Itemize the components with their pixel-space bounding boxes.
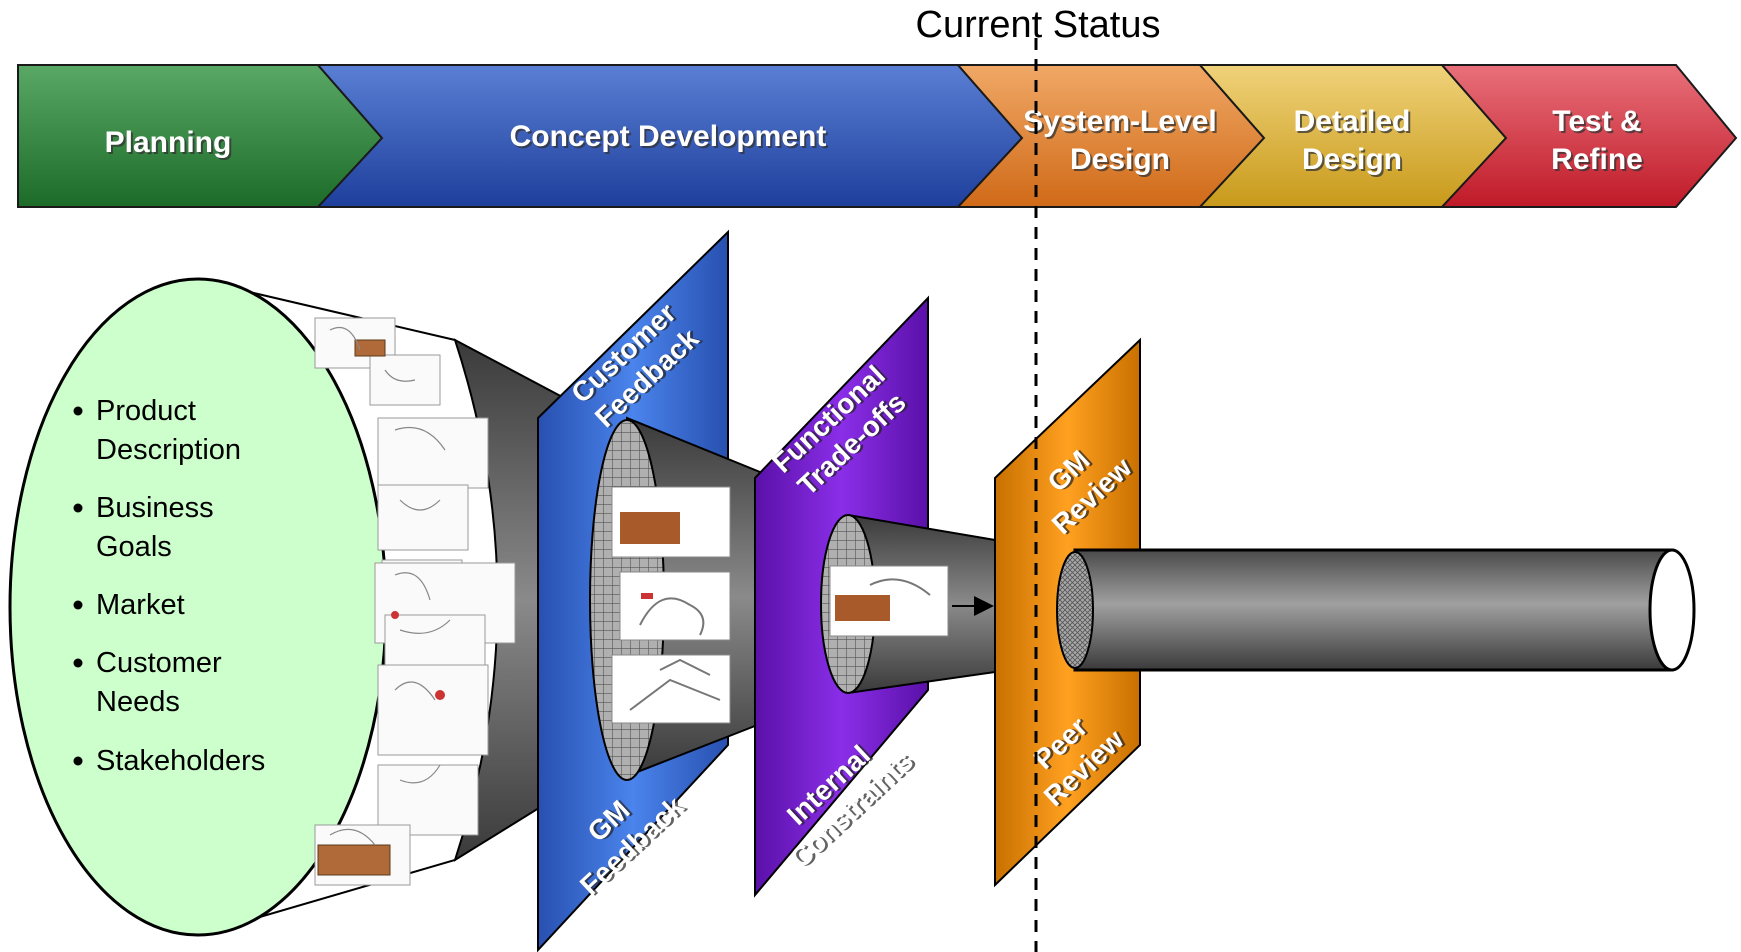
- concept-sketches: [611, 486, 731, 724]
- bullet-marker: [73, 756, 83, 766]
- sketch-lines: [329, 326, 451, 846]
- phase-label-shadow: Test &: [1554, 107, 1643, 140]
- phase-label-test: Test &: [1552, 105, 1641, 138]
- phase-label-system: Design: [1070, 143, 1170, 176]
- input-list-item: Stakeholders: [96, 745, 265, 777]
- input-list-item: Description: [96, 434, 241, 466]
- phase-label-detailed: Design: [1302, 143, 1402, 176]
- pipe-end: [1648, 548, 1696, 672]
- phase-label-shadow: System-Level: [1025, 107, 1218, 140]
- bullet-marker: [73, 406, 83, 416]
- input-list-item: Needs: [96, 686, 180, 718]
- sketch-thumbnails: [314, 317, 516, 886]
- phase-label-shadow: Planning: [107, 128, 234, 161]
- phase-label-shadow: Design: [1072, 145, 1172, 178]
- current-status-label: Current Status: [916, 4, 1161, 46]
- phase-test-chevron: [1439, 64, 1738, 208]
- bullet-marker: [73, 658, 83, 668]
- phase-label-detailed: Detailed: [1294, 105, 1411, 138]
- current-status-marker: Current Status: [916, 4, 1161, 952]
- input-list-item: Product: [96, 395, 196, 427]
- phase-label-planning: Planning: [105, 126, 232, 159]
- input-list-item: Business: [96, 492, 214, 524]
- input-list: ProductDescriptionBusinessGoalsMarketCus…: [73, 395, 265, 777]
- customer-gm-feedback-panel: CustomerCustomerFeedbackFeedbackGMGMFeed…: [537, 229, 761, 952]
- input-list-item: Market: [96, 589, 185, 621]
- phase-label-concept: Concept Development: [510, 120, 827, 153]
- selected-concept-sketch: [829, 565, 949, 637]
- output-pipe: [1073, 548, 1674, 672]
- phase-label-shadow: Design: [1304, 145, 1404, 178]
- input-funnel: ProductDescriptionBusinessGoalsMarketCus…: [8, 277, 569, 937]
- input-list-item: Customer: [96, 647, 222, 679]
- pipe-mesh-opening: [1056, 551, 1094, 669]
- bullet-marker: [73, 600, 83, 610]
- phase-label-shadow: Refine: [1553, 145, 1645, 178]
- phase-label-shadow: Detailed: [1296, 107, 1413, 140]
- phase-label-system: System-Level: [1023, 105, 1216, 138]
- bullet-marker: [73, 503, 83, 513]
- phase-label-test: Refine: [1551, 143, 1643, 176]
- functional-internal-panel: FunctionalFunctionalTrade-offsTrade-offs…: [754, 295, 996, 898]
- phase-label-shadow: Concept Development: [512, 122, 829, 155]
- input-list-item: Goals: [96, 531, 172, 563]
